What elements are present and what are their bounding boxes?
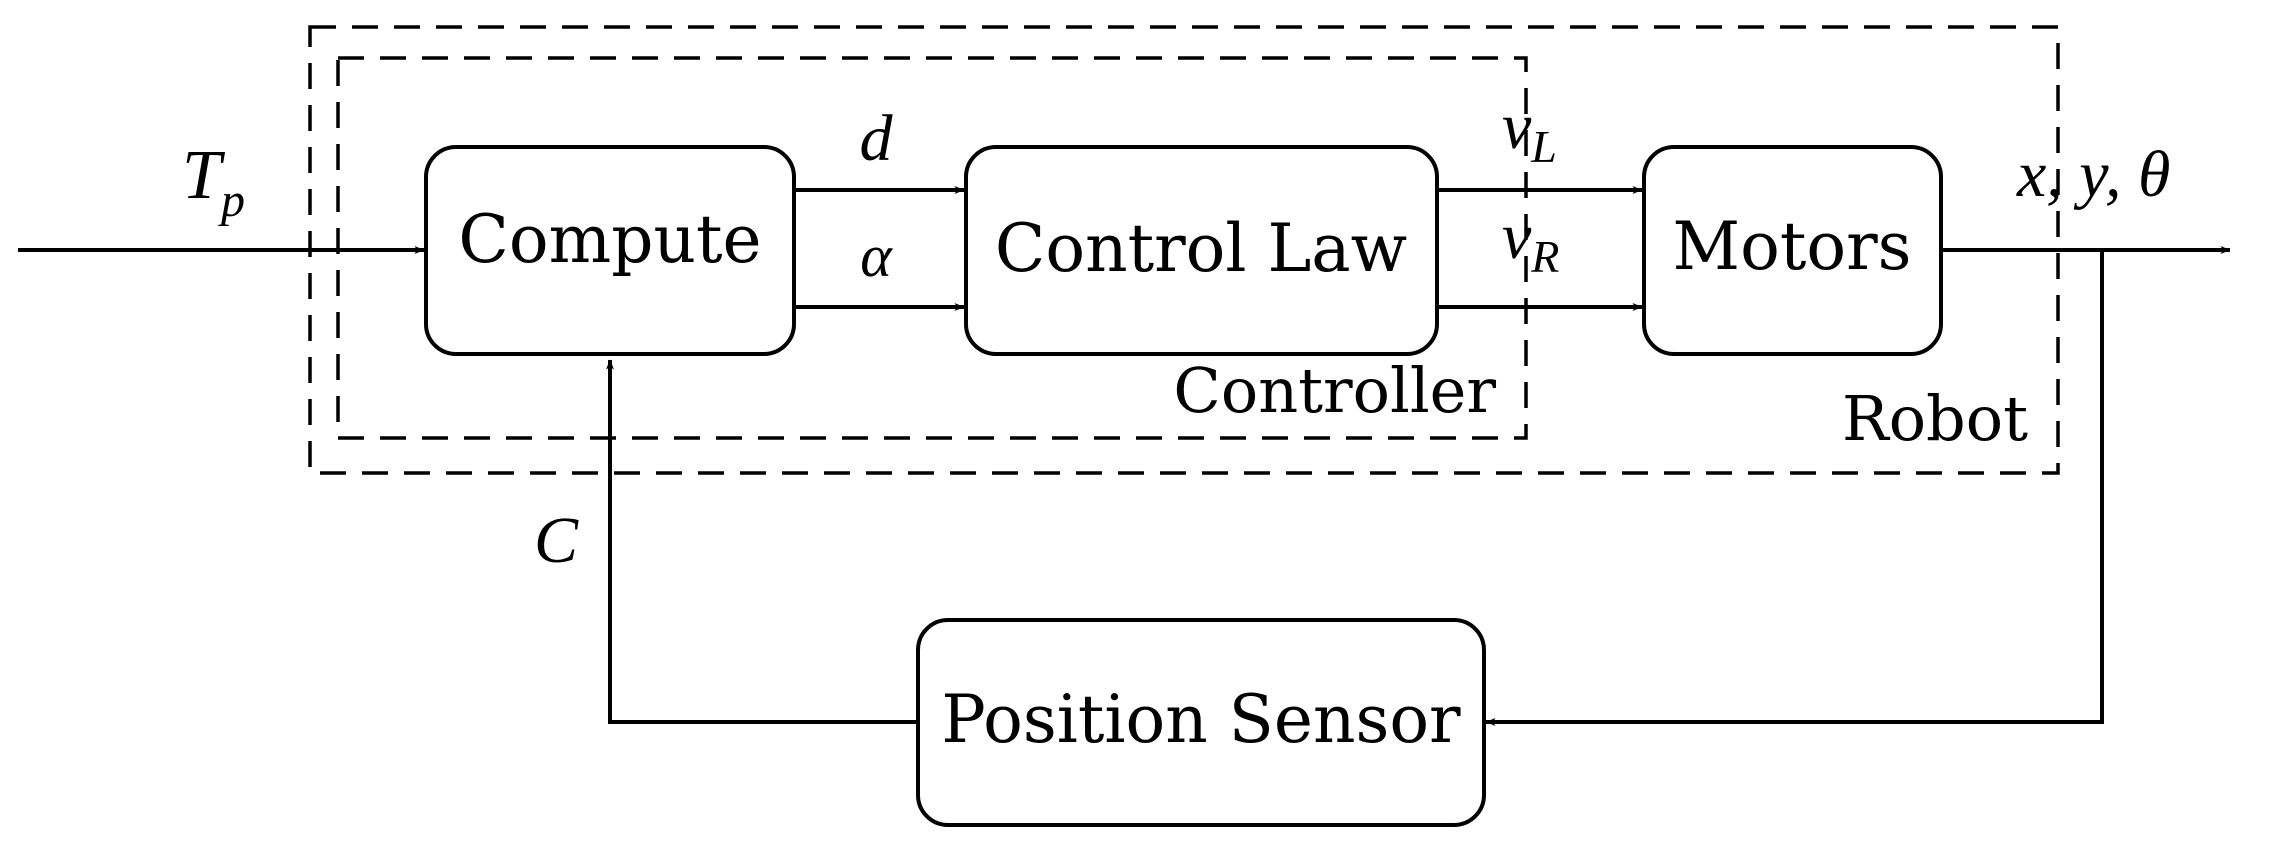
feedback-to-sensor-line <box>1485 250 2104 726</box>
position-sensor-label: Position Sensor <box>941 681 1461 758</box>
left-velocity-signal-label: vL <box>1502 90 1557 172</box>
output-signal-label: x, y, θ <box>2016 138 2170 211</box>
motors-label: Motors <box>1673 208 1912 285</box>
control-law-block: Control Law <box>964 145 1439 356</box>
compute-block: Compute <box>424 145 796 356</box>
controller-group-label: Controller <box>1173 354 1496 427</box>
feedback-signal-label: C <box>534 504 579 577</box>
position-sensor-block: Position Sensor <box>916 618 1486 827</box>
compute-label: Compute <box>458 201 761 278</box>
feedback-to-compute-line <box>606 359 918 724</box>
robot-group-label: Robot <box>1842 382 2028 455</box>
right-velocity-signal-label: vR <box>1502 200 1559 282</box>
distance-signal-label: d <box>860 102 894 175</box>
motors-block: Motors <box>1642 145 1943 356</box>
angle-signal-label: α <box>860 223 893 289</box>
input-signal-label: Tp <box>182 137 245 227</box>
control-law-label: Control Law <box>995 210 1407 287</box>
